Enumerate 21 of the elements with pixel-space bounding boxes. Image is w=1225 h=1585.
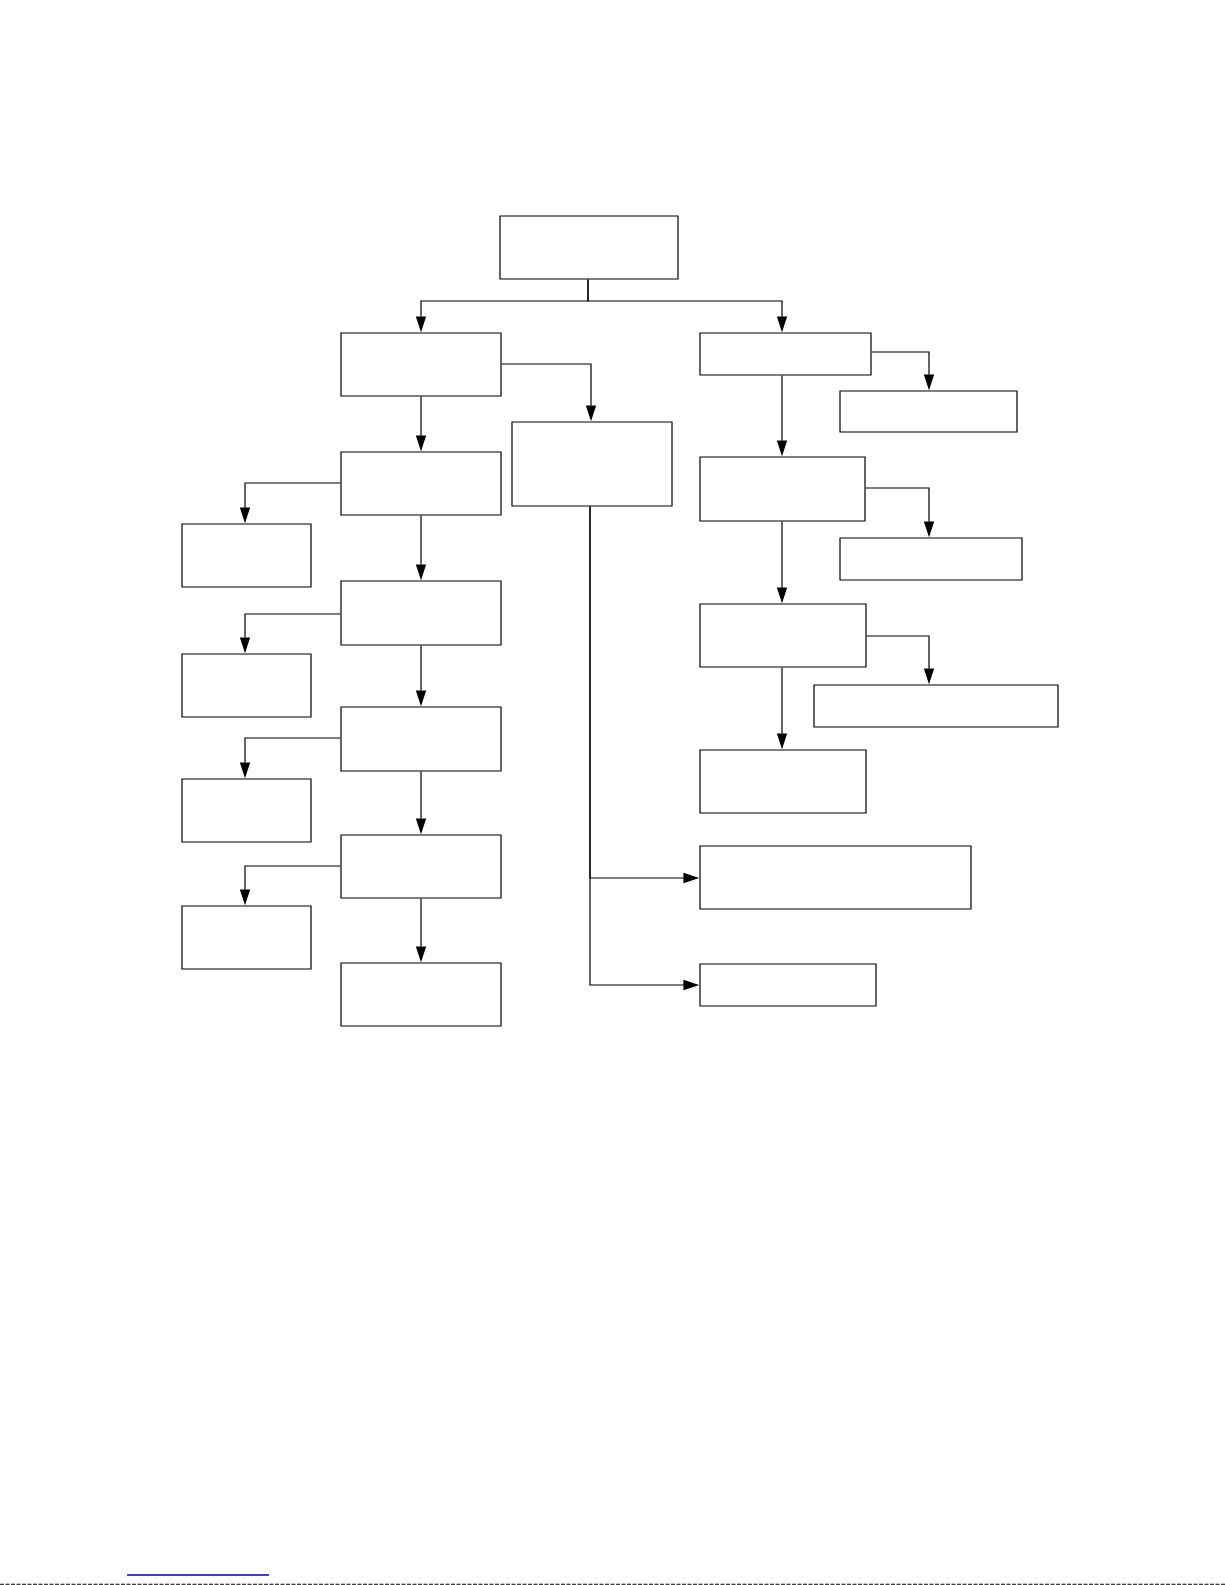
empty-box — [340, 706, 502, 772]
empty-box — [340, 451, 502, 516]
empty-box — [839, 537, 1023, 581]
empty-box — [699, 963, 877, 1007]
empty-box — [181, 523, 312, 588]
empty-box — [839, 390, 1018, 433]
empty-box — [813, 684, 1059, 728]
empty-box — [699, 456, 866, 522]
empty-box — [340, 834, 502, 899]
empty-box — [699, 845, 972, 910]
empty-box — [340, 580, 502, 646]
empty-box — [340, 962, 502, 1027]
empty-box — [499, 215, 679, 280]
empty-box — [340, 332, 502, 397]
empty-box — [699, 749, 867, 814]
empty-box — [181, 778, 312, 843]
empty-box — [181, 905, 312, 970]
empty-box — [511, 421, 673, 507]
empty-box — [181, 653, 312, 718]
empty-box — [699, 332, 872, 376]
empty-box — [699, 603, 867, 668]
